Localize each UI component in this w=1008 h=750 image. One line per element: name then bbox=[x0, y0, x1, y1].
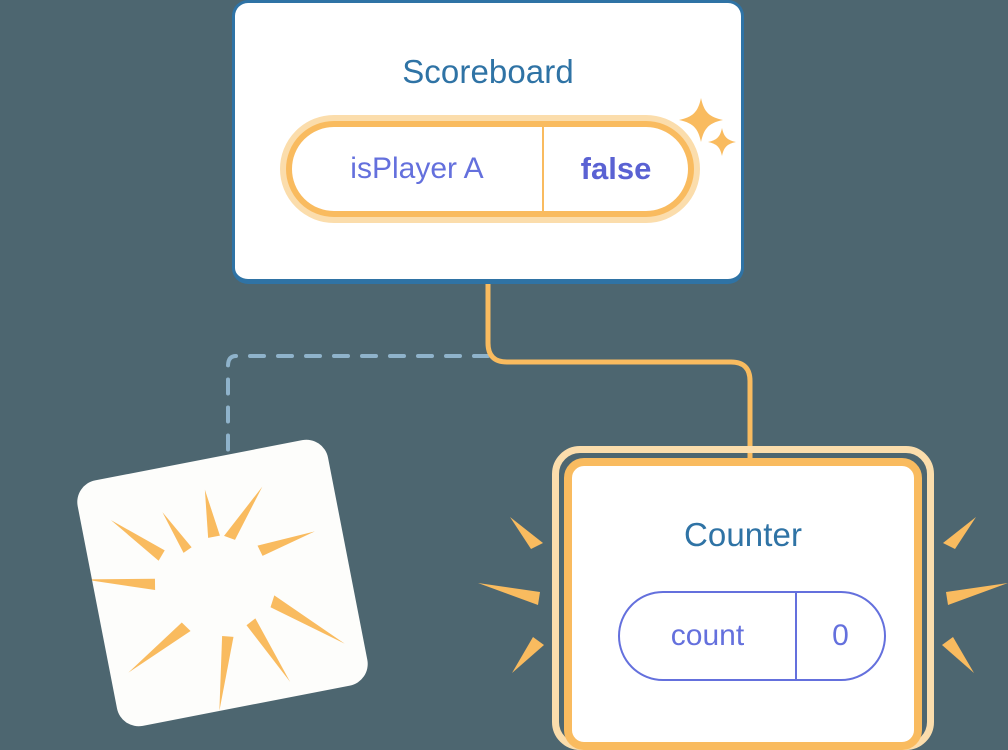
card-blank-tilted[interactable] bbox=[73, 435, 372, 731]
pill-key-label: count bbox=[670, 619, 745, 652]
burst-ray-icon bbox=[478, 583, 540, 605]
card-scoreboard-title: Scoreboard bbox=[402, 53, 574, 90]
burst-ray-icon bbox=[943, 517, 976, 549]
card-counter[interactable]: Counter count 0 bbox=[564, 458, 922, 750]
pill-divider bbox=[795, 593, 797, 679]
card-scoreboard[interactable]: Scoreboard isPlayer A false bbox=[232, 0, 744, 284]
orange-connector-path bbox=[485, 280, 753, 462]
card-counter-title: Counter bbox=[683, 516, 803, 553]
burst-ray-icon bbox=[946, 583, 1008, 605]
burst-ray-icon bbox=[942, 637, 974, 673]
pill-divider bbox=[542, 127, 544, 211]
burst-ray-icon bbox=[512, 637, 544, 673]
pill-key-label: isPlayer A bbox=[350, 152, 484, 185]
scoreboard-state-pill[interactable]: isPlayer A false bbox=[280, 115, 700, 223]
pill-value-label: 0 bbox=[832, 619, 849, 652]
pill-glow-halo bbox=[280, 115, 700, 223]
pill-ring: isPlayer A false bbox=[286, 121, 694, 217]
burst-ray-icon bbox=[510, 517, 543, 549]
pill-value-label: false bbox=[580, 151, 652, 186]
counter-state-pill[interactable]: count 0 bbox=[618, 591, 886, 681]
